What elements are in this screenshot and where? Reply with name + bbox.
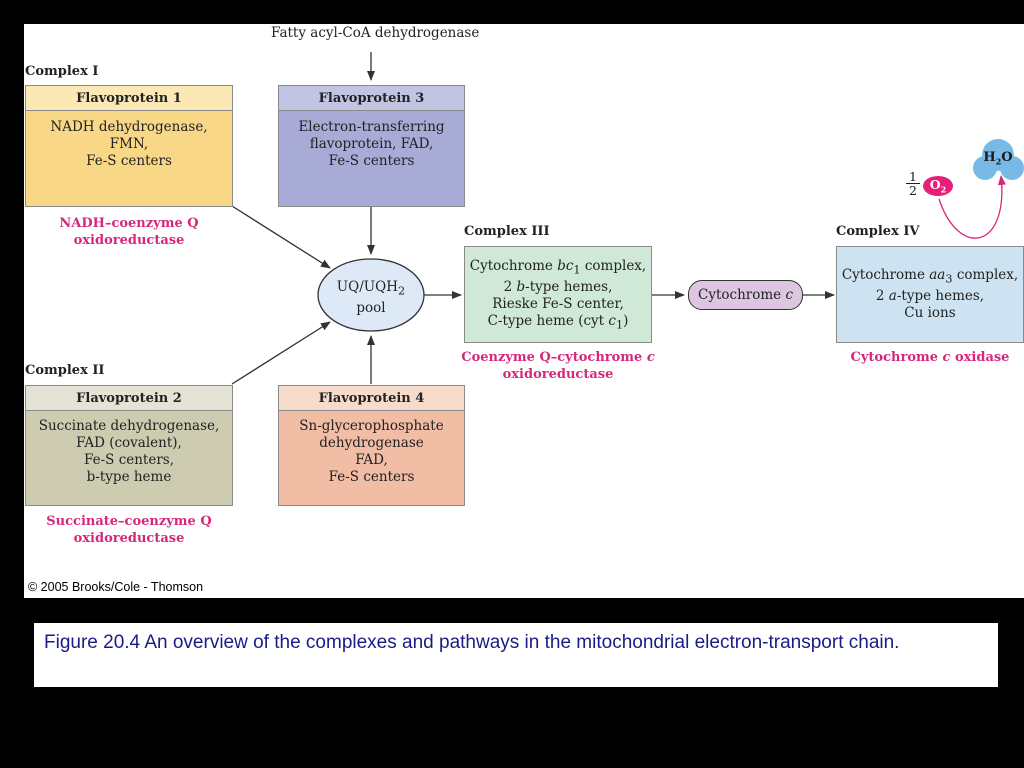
fraction-denominator: 2 [906, 183, 920, 197]
flavoprotein4-line: dehydrogenase [319, 435, 424, 451]
figure-panel: Fatty acyl-CoA dehydrogenase Complex I F… [24, 24, 1024, 598]
complex1-enzyme-name: NADH–coenzyme Q oxidoreductase [25, 215, 233, 249]
uq-pool-line2: pool [356, 299, 386, 316]
flavoprotein4-line: FAD, [355, 452, 388, 468]
copyright-notice: © 2005 Brooks/Cole - Thomson [28, 580, 204, 594]
flavoprotein2-box: Flavoprotein 2 Succinate dehydrogenase, … [25, 385, 233, 506]
diagram-canvas [231, 52, 1024, 385]
flavoprotein1-line: FMN, [109, 136, 149, 152]
flavoprotein1-line: Fe-S centers [86, 153, 172, 169]
fatty-acyl-coa-label: Fatty acyl-CoA dehydrogenase [271, 25, 480, 41]
complex4-body: Cytochrome aa3 complex, 2 a-type hemes, … [837, 247, 1023, 322]
uq-pool-subscript: 2 [398, 284, 406, 298]
complex4-label: Complex IV [836, 224, 920, 239]
complex3-enzyme-line: Coenzyme Q–cytochrome c [461, 350, 655, 365]
flavoprotein2-line: FAD (covalent), [76, 435, 182, 451]
complex4-line3: Cu ions [904, 304, 956, 321]
oxygen-label: O2 [929, 177, 947, 195]
flavoprotein4-body: Sn-glycerophosphate dehydrogenase FAD, F… [279, 411, 464, 486]
flavoprotein1-line: NADH dehydrogenase, [50, 119, 208, 135]
complex3-line3: Rieske Fe-S center, [492, 295, 624, 312]
oxygen-fraction: 1 2 [906, 170, 920, 197]
flavoprotein3-box: Flavoprotein 3 Electron-transferring fla… [278, 85, 465, 207]
complex2-label: Complex II [25, 363, 105, 378]
complex3-box: Cytochrome bc1 complex, 2 b-type hemes, … [464, 246, 652, 343]
complex4-enzyme-name: Cytochrome c oxidase [850, 350, 1010, 365]
complex3-line2: 2 b-type hemes, [503, 278, 613, 295]
flavoprotein2-line: Fe-S centers, [83, 452, 175, 468]
figure-caption: Figure 20.4 An overview of the complexes… [34, 623, 998, 687]
flavoprotein4-line: Fe-S centers [328, 469, 415, 485]
flavoprotein3-line: flavoprotein, FAD, [309, 136, 434, 152]
flavoprotein3-line: Electron-transferring [298, 119, 445, 135]
complex1-enzyme-line: oxidoreductase [73, 233, 185, 248]
flavoprotein3-header: Flavoprotein 3 [279, 86, 464, 111]
flavoprotein4-header: Flavoprotein 4 [279, 386, 464, 411]
arrow-complex2-to-pool [231, 321, 331, 385]
flavoprotein1-body: NADH dehydrogenase, FMN, Fe-S centers [26, 111, 232, 170]
uq-pool-label: UQ/UQH2 pool [318, 279, 424, 317]
complex3-line4: C-type heme (cyt c1) [487, 312, 629, 332]
arrow-oxygen-to-water [938, 175, 1006, 239]
flavoprotein1-box: Flavoprotein 1 NADH dehydrogenase, FMN, … [25, 85, 233, 207]
uq-pool-line1: UQ/UQH [336, 279, 399, 295]
complex4-line2: 2 a-type hemes, [875, 287, 985, 304]
oxygen-molecule-icon [923, 176, 953, 196]
uq-pool-ellipse [317, 258, 425, 332]
flavoprotein2-line: Succinate dehydrogenase, [38, 418, 220, 434]
complex3-enzyme-name: Coenzyme Q–cytochrome c oxidoreductase [449, 349, 667, 383]
fraction-numerator: 1 [909, 169, 917, 184]
water-label: H2O [983, 150, 1013, 167]
complex3-enzyme-line: oxidoreductase [502, 367, 614, 382]
complex3-label: Complex III [464, 224, 550, 239]
arrow-complex1-to-pool [231, 205, 331, 269]
flavoprotein2-line: b-type heme [86, 469, 172, 485]
flavoprotein2-body: Succinate dehydrogenase, FAD (covalent),… [26, 411, 232, 486]
flavoprotein3-line: Fe-S centers [328, 153, 415, 169]
complex3-body: Cytochrome bc1 complex, 2 b-type hemes, … [465, 247, 651, 333]
flavoprotein2-header: Flavoprotein 2 [26, 386, 232, 411]
flavoprotein4-box: Flavoprotein 4 Sn-glycerophosphate dehyd… [278, 385, 465, 506]
complex1-label: Complex I [25, 64, 99, 79]
water-molecule-icon [973, 139, 1024, 180]
complex3-line1: Cytochrome bc1 complex, [469, 258, 647, 277]
flavoprotein1-header: Flavoprotein 1 [26, 86, 232, 111]
complex4-line1: Cytochrome aa3 complex, [841, 267, 1019, 286]
complex2-enzyme-line: Succinate–coenzyme Q [46, 514, 212, 529]
cytochrome-c-node: Cytochrome c [688, 280, 803, 310]
complex2-enzyme-name: Succinate–coenzyme Q oxidoreductase [25, 513, 233, 547]
flavoprotein4-line: Sn-glycerophosphate [299, 418, 444, 434]
complex4-box: Cytochrome aa3 complex, 2 a-type hemes, … [836, 246, 1024, 343]
complex1-enzyme-line: NADH–coenzyme Q [59, 216, 199, 231]
flavoprotein3-body: Electron-transferring flavoprotein, FAD,… [279, 111, 464, 170]
complex2-enzyme-line: oxidoreductase [73, 531, 185, 546]
